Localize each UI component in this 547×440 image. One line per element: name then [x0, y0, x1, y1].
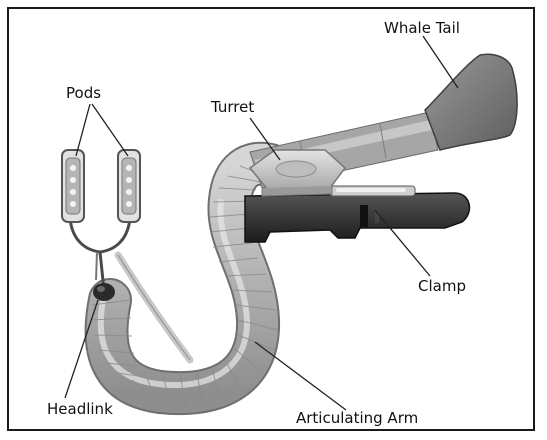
label-pods: Pods [66, 86, 101, 101]
whale-tail [425, 54, 517, 150]
leader-articulating-arm [255, 342, 346, 410]
headlink-joint [93, 283, 115, 301]
label-whale-tail: Whale Tail [384, 21, 460, 36]
leader-pods-right [92, 104, 128, 156]
label-headlink: Headlink [47, 402, 113, 417]
turret [250, 150, 345, 196]
label-clamp: Clamp [418, 279, 466, 294]
leader-whale-tail [423, 36, 458, 88]
label-articulating-arm: Articulating Arm [296, 411, 418, 426]
label-turret: Turret [211, 100, 254, 115]
leader-pods-left [76, 104, 90, 156]
